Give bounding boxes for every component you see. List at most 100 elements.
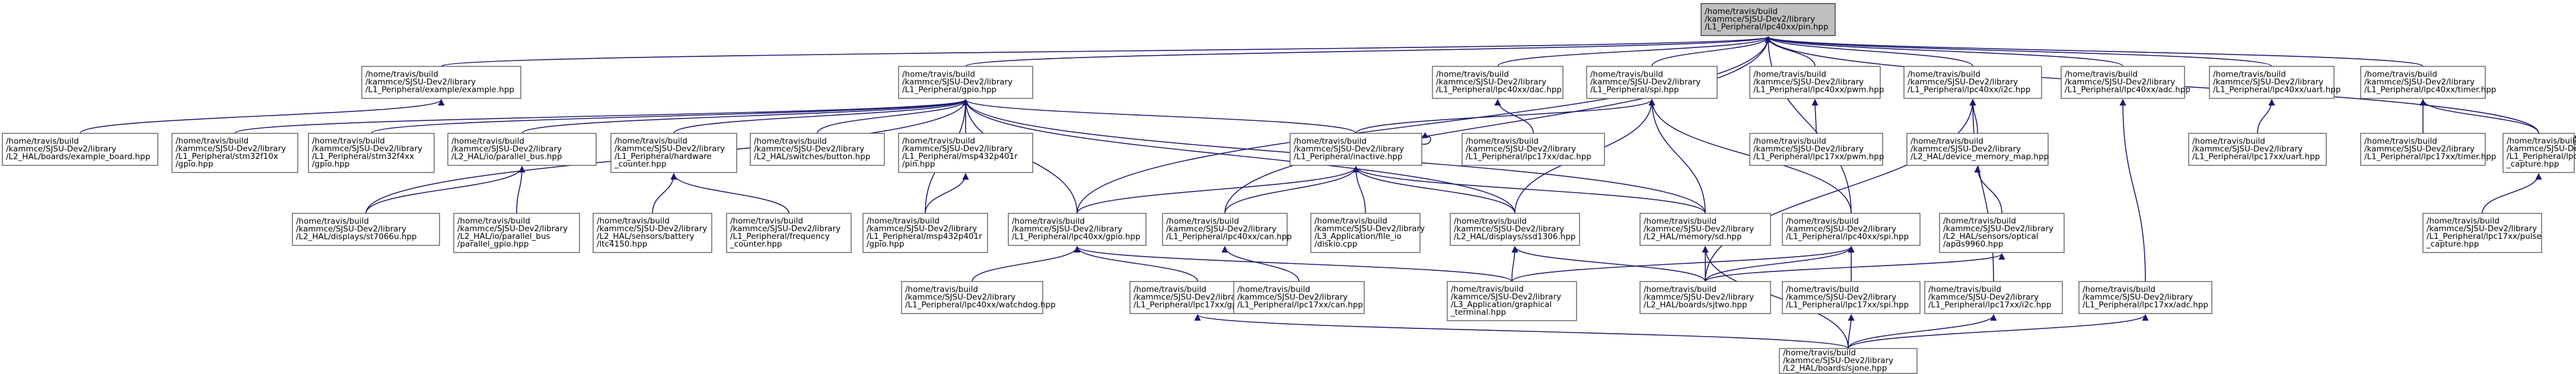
node-label-line: /parallel_gpio.hpp	[457, 239, 528, 249]
file-node[interactable]: /home/travis/build/kammce/SJSU-Dev2/libr…	[2422, 213, 2542, 253]
file-node[interactable]: /home/travis/build/kammce/SJSU-Dev2/libr…	[2360, 133, 2496, 166]
file-node[interactable]: /home/travis/build/kammce/SJSU-Dev2/libr…	[1924, 281, 2063, 314]
node-box	[1701, 3, 1836, 36]
file-node[interactable]: /home/travis/build/kammce/SJSU-Dev2/libr…	[1779, 348, 1918, 374]
file-node[interactable]: /home/travis/build/kammce/SJSU-Dev2/libr…	[1310, 213, 1425, 253]
node-label-line: /home/travis/build	[457, 216, 530, 226]
file-node[interactable]: /home/travis/build/kammce/SJSU-Dev2/libr…	[1447, 281, 1577, 321]
node-label-line: /L2_HAL/displays/st7066u.hpp	[296, 232, 417, 242]
node-box	[901, 281, 1043, 314]
root-file-node[interactable]: /home/travis/build/kammce/SJSU-Dev2/libr…	[1701, 3, 1836, 36]
node-label-line: /home/travis/build	[2427, 216, 2499, 226]
dependency-arrow	[652, 172, 677, 214]
node-label-line: /L1_Peripheral/gpio.hpp	[902, 85, 996, 95]
node-label-line: /L3_Application/graphical	[1451, 300, 1552, 309]
dependency-arrow	[1765, 36, 2123, 67]
node-label-line: /kammce/SJSU-Dev2/library	[597, 224, 707, 234]
node-label-line: /L2_HAL/io/parallel_bus	[457, 232, 550, 241]
node-label-line: /home/travis/build	[1451, 285, 1524, 294]
file-node[interactable]: /home/travis/build/kammce/SJSU-Dev2/libr…	[1939, 213, 2065, 253]
file-node[interactable]: /home/travis/build/kammce/SJSU-Dev2/libr…	[898, 66, 1033, 99]
file-node[interactable]: /home/travis/build/kammce/SJSU-Dev2/libr…	[2, 133, 158, 166]
file-node[interactable]: /home/travis/build/kammce/SJSU-Dev2/libr…	[308, 133, 435, 173]
file-node[interactable]: /home/travis/build/kammce/SJSU-Dev2/libr…	[1749, 66, 1884, 99]
node-label-line: /home/travis/build	[1166, 217, 1239, 226]
node-box	[1749, 133, 1883, 166]
node-label-line: /gpio.hpp	[176, 159, 213, 169]
file-node[interactable]: /home/travis/build/kammce/SJSU-Dev2/libr…	[2360, 66, 2496, 99]
file-node[interactable]: /home/travis/build/kammce/SJSU-Dev2/libr…	[1432, 66, 1564, 99]
file-node[interactable]: /home/travis/build/kammce/SJSU-Dev2/libr…	[1906, 133, 2049, 166]
node-label-line: /kammce/SJSU-Dev2/library	[1644, 225, 1754, 234]
node-label-line: /kammce/SJSU-Dev2/library	[296, 225, 406, 234]
node-label-line: /L1_Peripheral/lpc17xx/can.hpp	[1237, 301, 1363, 310]
node-label-line: /L1_Peripheral/lpc17xx/pwm.hpp	[1753, 152, 1884, 162]
dependency-arrow	[962, 98, 1515, 214]
file-node[interactable]: /home/travis/build/kammce/SJSU-Dev2/libr…	[2188, 133, 2327, 166]
file-node[interactable]: /home/travis/build/kammce/SJSU-Dev2/libr…	[1903, 66, 2042, 99]
dependency-arrow	[1194, 314, 1849, 349]
node-box	[2360, 133, 2486, 166]
file-node[interactable]: /home/travis/build/kammce/SJSU-Dev2/libr…	[292, 213, 440, 246]
node-label-line: /kammce/SJSU-Dev2/library	[1753, 78, 1864, 87]
file-node[interactable]: /home/travis/build/kammce/SJSU-Dev2/libr…	[1162, 213, 1292, 246]
file-node[interactable]: /home/travis/build/kammce/SJSU-Dev2/libr…	[1639, 213, 1771, 246]
file-node[interactable]: /home/travis/build/kammce/SJSU-Dev2/libr…	[2502, 133, 2576, 173]
node-label-line: /kammce/SJSU-Dev2/library	[1928, 293, 2039, 302]
file-node[interactable]: /home/travis/build/kammce/SJSU-Dev2/libr…	[1749, 133, 1884, 166]
node-box	[2422, 213, 2542, 253]
node-label-line: /home/travis/build	[754, 137, 827, 146]
node-label-line: /home/travis/build	[1928, 285, 2001, 295]
node-label-line: /L1_Peripheral/example/example.hpp	[365, 85, 514, 95]
file-node[interactable]: /home/travis/build/kammce/SJSU-Dev2/libr…	[593, 213, 712, 253]
file-node[interactable]: /home/travis/build/kammce/SJSU-Dev2/libr…	[1289, 133, 1422, 166]
node-label-line: /L1_Peripheral/lpc40xx/dac.hpp	[1436, 85, 1562, 95]
node-box	[1432, 66, 1564, 99]
node-box	[1289, 133, 1422, 166]
file-node[interactable]: /home/travis/build/kammce/SJSU-Dev2/libr…	[171, 133, 298, 173]
file-node[interactable]: /home/travis/build/kammce/SJSU-Dev2/libr…	[1008, 213, 1147, 246]
dependency-arrow	[1352, 165, 1706, 214]
node-label-line: /home/travis/build	[1454, 217, 1527, 226]
node-label-line: /L2_HAL/switches/button.hpp	[754, 152, 870, 162]
file-node[interactable]: /home/travis/build/kammce/SJSU-Dev2/libr…	[750, 133, 885, 166]
file-node[interactable]: /home/travis/build/kammce/SJSU-Dev2/libr…	[2209, 66, 2341, 99]
file-node[interactable]: /home/travis/build/kammce/SJSU-Dev2/libr…	[898, 133, 1033, 173]
node-label-line: /gpio.hpp	[312, 159, 349, 169]
node-box	[750, 133, 885, 166]
dependency-arrow	[1511, 245, 1706, 282]
node-label-line: /L2_HAL/memory/sd.hpp	[1644, 232, 1741, 242]
file-node[interactable]: /home/travis/build/kammce/SJSU-Dev2/libr…	[901, 281, 1056, 314]
dependency-arrow	[1848, 314, 1997, 349]
node-label-line: /home/travis/build	[1644, 285, 1717, 295]
file-node[interactable]: /home/travis/build/kammce/SJSU-Dev2/libr…	[1233, 281, 1365, 314]
file-node[interactable]: /home/travis/build/kammce/SJSU-Dev2/libr…	[1782, 213, 1921, 246]
node-label-line: /kammce/SJSU-Dev2/library	[1908, 78, 2018, 87]
dependency-arrow	[1352, 165, 1366, 214]
node-label-line: /L1_Peripheral/frequency	[730, 232, 830, 241]
node-box	[308, 133, 435, 173]
file-node[interactable]: /home/travis/build/kammce/SJSU-Dev2/libr…	[1782, 281, 1921, 314]
file-node[interactable]: /home/travis/build/kammce/SJSU-Dev2/libr…	[862, 213, 988, 253]
dependency-arrow	[962, 98, 1357, 134]
file-node[interactable]: /home/travis/build/kammce/SJSU-Dev2/libr…	[1586, 66, 1718, 99]
node-label-line: /L1_Peripheral/lpc40xx/uart.hpp	[2213, 85, 2341, 95]
node-label-line: /home/travis/build	[1436, 70, 1509, 79]
file-node[interactable]: /home/travis/build/kammce/SJSU-Dev2/libr…	[1639, 281, 1771, 314]
file-node[interactable]: /home/travis/build/kammce/SJSU-Dev2/libr…	[361, 66, 521, 99]
file-node[interactable]: /home/travis/build/kammce/SJSU-Dev2/libr…	[610, 133, 737, 173]
file-node[interactable]: /home/travis/build/kammce/SJSU-Dev2/libr…	[2078, 281, 2212, 314]
file-node[interactable]: /home/travis/build/kammce/SJSU-Dev2/libr…	[2061, 66, 2190, 99]
file-node[interactable]: /home/travis/build/kammce/SJSU-Dev2/libr…	[1461, 133, 1605, 166]
file-node[interactable]: /home/travis/build/kammce/SJSU-Dev2/libr…	[447, 133, 597, 166]
node-label-line: /home/travis/build	[365, 70, 438, 79]
dependency-arrow	[234, 98, 969, 134]
node-label-line: /apds9960.hpp	[1943, 239, 2003, 249]
node-label-line: /kammce/SJSU-Dev2/library	[1166, 225, 1276, 234]
node-label-line: /L1_Peripheral/lpc17xx/i2c.hpp	[1928, 301, 2051, 310]
file-node[interactable]: /home/travis/build/kammce/SJSU-Dev2/libr…	[1450, 213, 1580, 246]
node-label-line: /kammce/SJSU-Dev2/library	[1943, 224, 2053, 234]
file-node[interactable]: /home/travis/build/kammce/SJSU-Dev2/libr…	[453, 213, 580, 253]
file-node[interactable]: /home/travis/build/kammce/SJSU-Dev2/libr…	[726, 213, 852, 253]
node-label-line: /kammce/SJSU-Dev2/library	[2213, 78, 2323, 87]
